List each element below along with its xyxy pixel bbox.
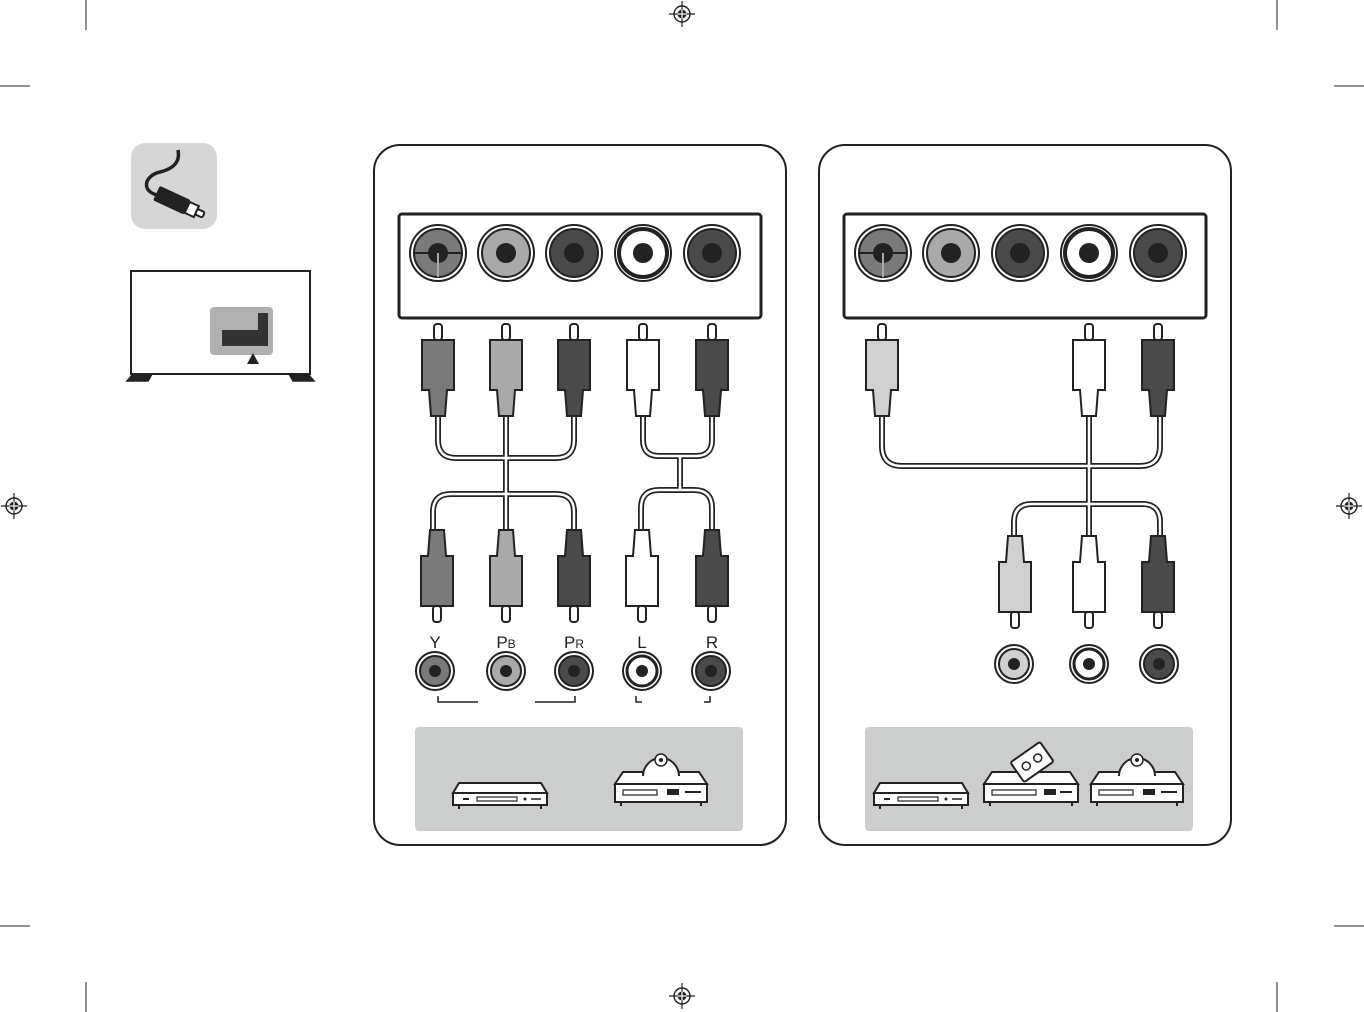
label-r: R	[706, 633, 718, 652]
device-jack-row	[995, 645, 1178, 683]
component-connection-panel: Y PB PR L R	[374, 145, 786, 845]
tv-jack-audio-r	[1130, 225, 1186, 281]
device-jack-pr	[555, 652, 593, 690]
tv-jack-pr	[546, 225, 602, 281]
tv-jack-pr	[992, 225, 1048, 281]
registration-mark-icon	[669, 983, 695, 1009]
dvd-player-icon	[874, 783, 968, 809]
tv-jack-audio-r	[684, 225, 740, 281]
tv-jack-video	[855, 225, 911, 281]
device-jack-y	[416, 652, 454, 690]
device-jack-pb	[487, 652, 525, 690]
device-jack-l	[1070, 645, 1108, 683]
tv-jack-y	[410, 225, 466, 281]
registration-mark-icon	[669, 1, 695, 27]
tv-jack-pb	[478, 225, 534, 281]
registration-mark-icon	[1, 493, 27, 519]
registration-mark-icon	[1336, 493, 1362, 519]
device-jack-r	[692, 652, 730, 690]
tv-jack-audio-l	[1061, 225, 1117, 281]
av-connection-panel	[819, 145, 1231, 845]
label-y: Y	[429, 633, 440, 652]
tv-rear-panel-icon	[127, 271, 314, 381]
dvd-player-icon	[453, 783, 547, 809]
tv-jack-pb	[923, 225, 979, 281]
tv-jack-audio-l	[615, 225, 671, 281]
device-jack-r	[1140, 645, 1178, 683]
label-l: L	[637, 633, 646, 652]
device-jack-l	[623, 652, 661, 690]
cable-icon	[131, 143, 217, 229]
device-jack-video	[995, 645, 1033, 683]
